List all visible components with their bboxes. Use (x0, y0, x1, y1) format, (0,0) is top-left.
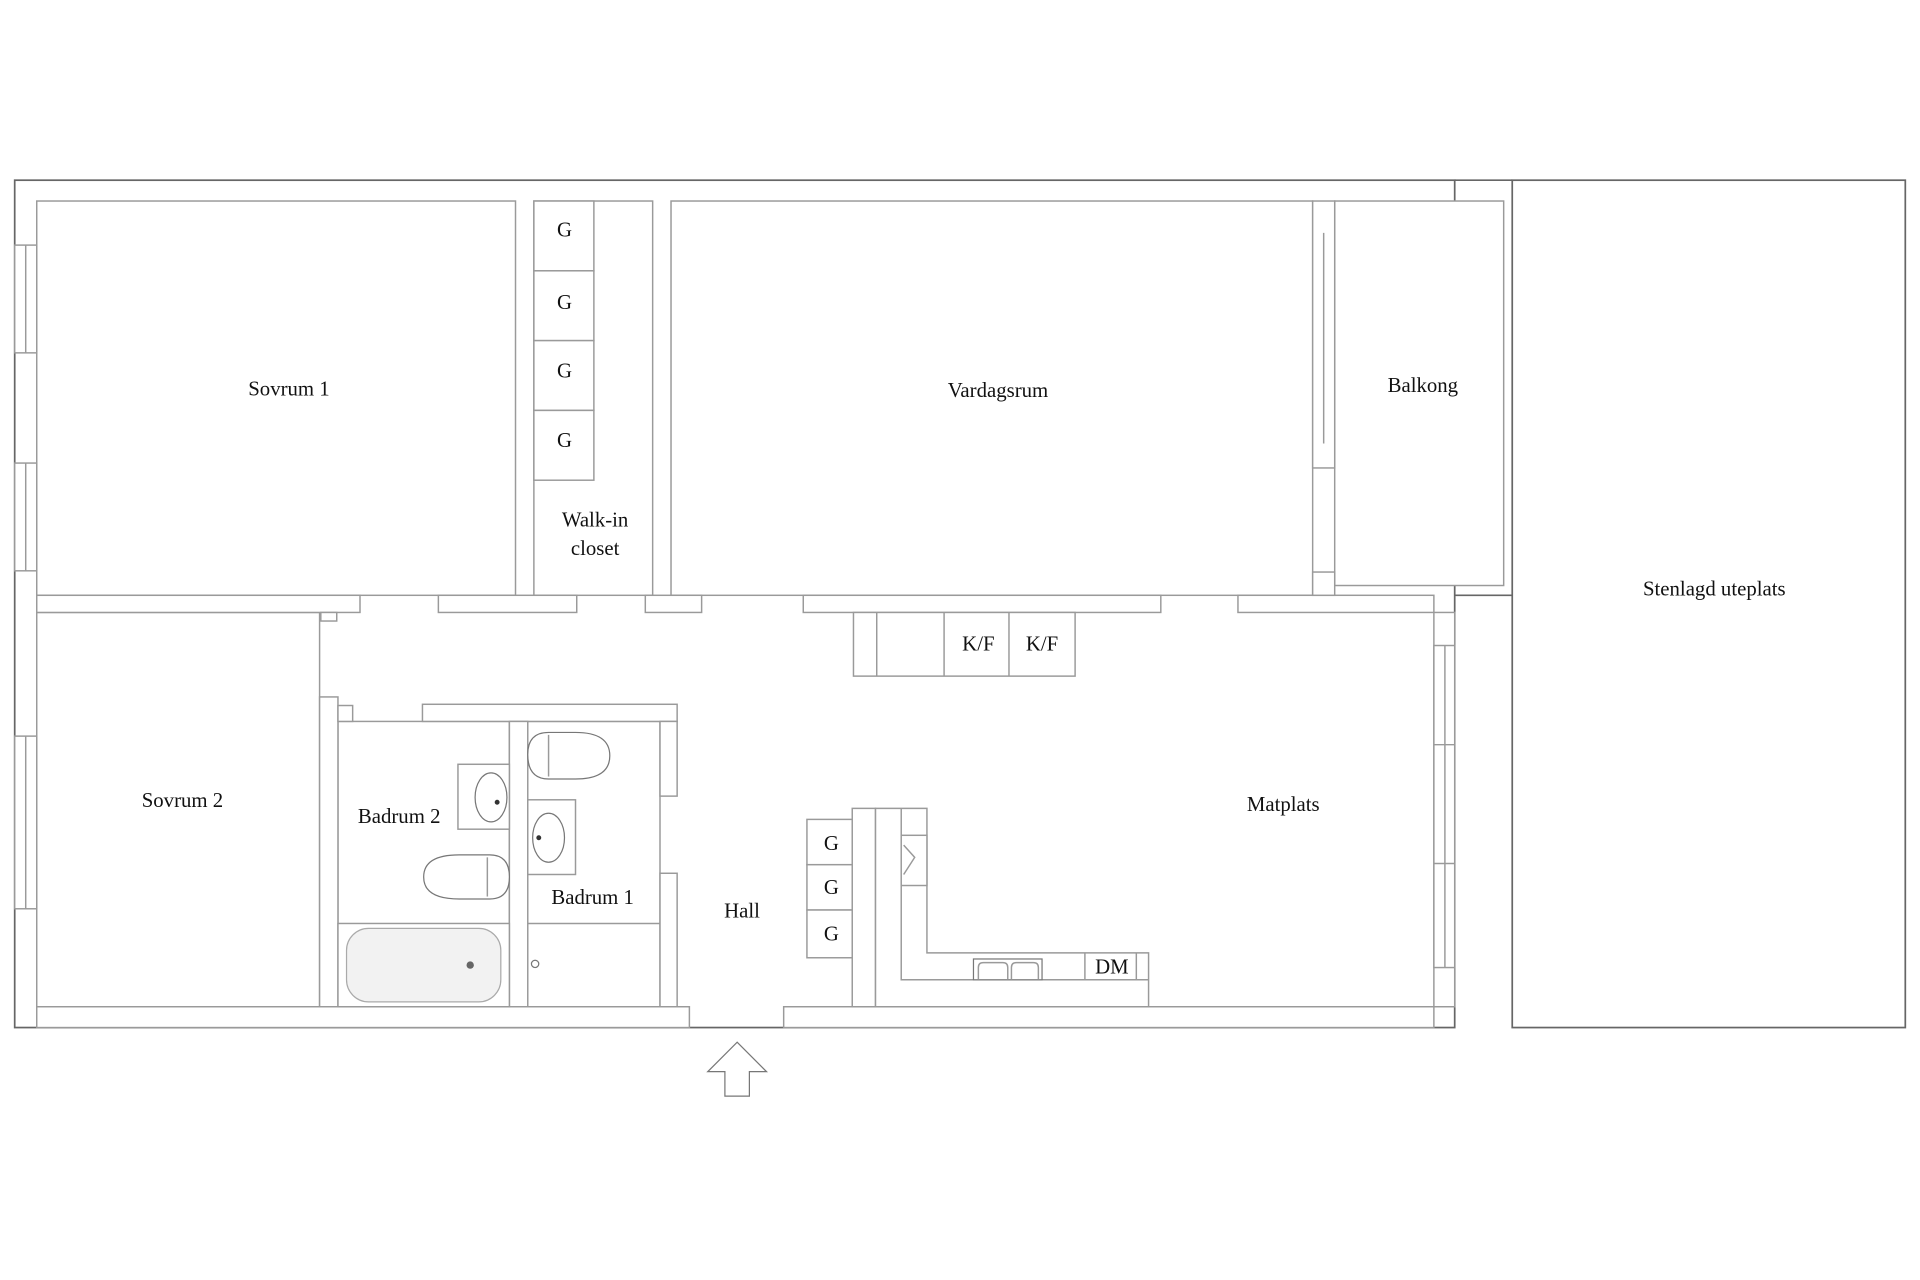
toilet-icon (423, 854, 511, 900)
room-label-badrum-1: Badrum 1 (551, 885, 634, 909)
room-label-sovrum-1: Sovrum 1 (248, 377, 329, 401)
walk-in-wardrobes (533, 200, 595, 481)
room-balkong (1333, 200, 1505, 587)
room-label-walk-in: Walk-in (562, 508, 629, 532)
wardrobe-label: G (824, 875, 839, 899)
toilet-icon (527, 731, 611, 780)
hall-wardrobes (806, 807, 877, 1008)
room-label-balkong: Balkong (1388, 373, 1458, 397)
room-label-vardagsrum: Vardagsrum (948, 378, 1048, 402)
room-label-stenlagd-uteplats: Stenlagd uteplats (1643, 576, 1786, 600)
room-label-sovrum-2: Sovrum 2 (142, 788, 223, 812)
sink-icon (474, 772, 508, 823)
room-label-matplats: Matplats (1247, 792, 1320, 816)
windows (13, 232, 1456, 969)
kitchen-counter (874, 807, 1150, 1008)
entrance-arrow-icon (706, 1041, 769, 1097)
wardrobe-label: G (557, 358, 572, 382)
room-sovrum-1 (36, 200, 517, 597)
room-vardagsrum (670, 200, 1314, 597)
bathtub-icon (345, 927, 502, 1003)
wardrobe-label: G (557, 428, 572, 452)
fridge-cabinets (852, 611, 1076, 677)
bathroom-fixtures (337, 731, 611, 1008)
wardrobe-label: G (824, 831, 839, 855)
room-label-badrum-2: Badrum 2 (358, 804, 441, 828)
fridge-freezer-label: K/F (962, 631, 994, 655)
patio-outline (1511, 179, 1907, 1029)
outer-wall (13, 179, 1456, 1029)
wardrobe-label: G (557, 290, 572, 314)
wardrobe-label: G (557, 218, 572, 242)
room-label-closet: closet (571, 536, 620, 560)
sink-icon (532, 812, 566, 863)
wardrobe-label: G (824, 922, 839, 946)
dishwasher-label: DM (1095, 955, 1129, 979)
room-label-hall: Hall (724, 898, 760, 922)
fridge-freezer-label: K/F (1026, 631, 1058, 655)
